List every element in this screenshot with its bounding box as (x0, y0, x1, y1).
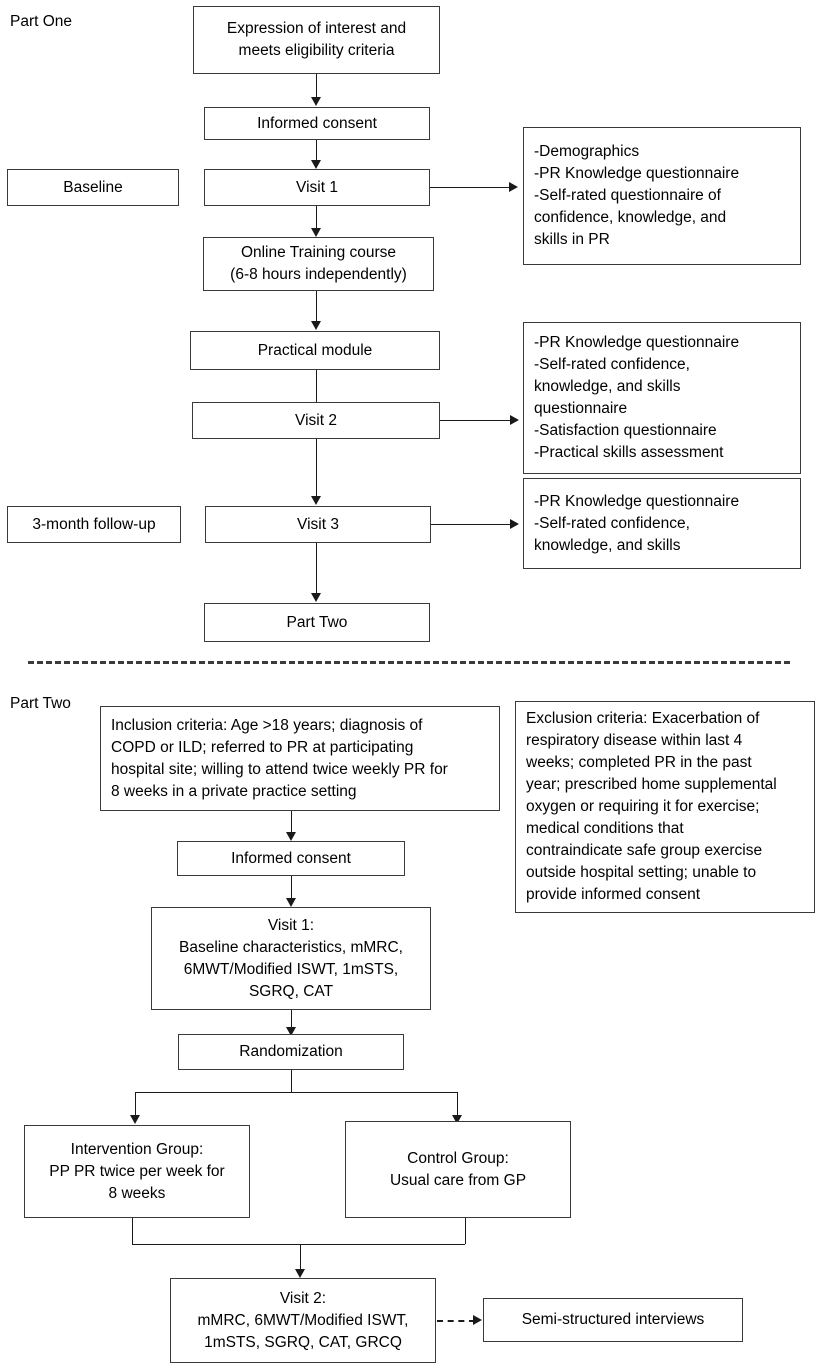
connector-line (431, 524, 512, 525)
connector-arrowhead (311, 593, 321, 602)
connector-line (316, 370, 317, 403)
connector-line (291, 811, 292, 833)
node-control-group: Control Group: Usual care from GP (345, 1121, 571, 1218)
part-one-label: Part One (10, 13, 73, 30)
node-visit-1-part-two: Visit 1: Baseline characteristics, mMRC,… (151, 907, 431, 1010)
node-intervention-group: Intervention Group: PP PR twice per week… (24, 1125, 250, 1218)
connector-line (300, 1244, 301, 1270)
connector-arrowhead (311, 496, 321, 505)
node-inclusion-criteria: Inclusion criteria: Age >18 years; diagn… (100, 706, 500, 811)
connector-line (457, 1092, 458, 1116)
outcomes-visit-3: -PR Knowledge questionnaire -Self-rated … (523, 478, 801, 569)
connector-line (135, 1092, 457, 1093)
connector-line (132, 1218, 133, 1244)
connector-line (291, 1010, 292, 1028)
connector-arrowhead (130, 1115, 140, 1124)
node-visit-3-part-one: Visit 3 (205, 506, 431, 543)
part-two-label: Part Two (10, 695, 71, 712)
connector-arrowhead (509, 182, 518, 192)
connector-line (316, 206, 317, 229)
connector-line (465, 1218, 466, 1244)
outcomes-visit-1: -Demographics -PR Knowledge questionnair… (523, 127, 801, 265)
section-divider (28, 661, 790, 664)
connector-line (291, 876, 292, 899)
node-informed-consent-part-one: Informed consent (204, 107, 430, 140)
node-visit-2-part-two: Visit 2: mMRC, 6MWT/Modified ISWT, 1mSTS… (170, 1278, 436, 1363)
connector-line (316, 439, 317, 497)
connector-arrowhead (452, 1115, 462, 1124)
connector-arrowhead (286, 832, 296, 841)
node-exclusion-criteria: Exclusion criteria: Exacerbation of resp… (515, 701, 815, 913)
connector-line-dashed (437, 1320, 475, 1322)
node-visit-2-part-one: Visit 2 (192, 402, 440, 439)
connector-arrowhead (510, 415, 519, 425)
connector-arrowhead (473, 1315, 482, 1325)
node-practical-module: Practical module (190, 331, 440, 370)
stage-label-baseline: Baseline (7, 169, 179, 206)
connector-line (316, 543, 317, 594)
node-expression-of-interest: Expression of interest and meets eligibi… (193, 6, 440, 74)
connector-arrowhead (311, 321, 321, 330)
connector-line (316, 140, 317, 161)
connector-arrowhead (286, 1027, 296, 1036)
connector-arrowhead (295, 1269, 305, 1278)
node-part-two: Part Two (204, 603, 430, 642)
node-randomization: Randomization (178, 1034, 404, 1070)
connector-arrowhead (510, 519, 519, 529)
connector-line (135, 1092, 136, 1116)
connector-arrowhead (311, 97, 321, 106)
outcomes-visit-2: -PR Knowledge questionnaire -Self-rated … (523, 322, 801, 474)
connector-arrowhead (311, 160, 321, 169)
connector-line (291, 1070, 292, 1092)
node-semi-structured-interviews: Semi-structured interviews (483, 1298, 743, 1342)
node-online-training-course: Online Training course (6-8 hours indepe… (203, 237, 434, 291)
connector-line (132, 1244, 465, 1245)
stage-label-3-month-follow-up: 3-month follow-up (7, 506, 181, 543)
node-visit-1-part-one: Visit 1 (204, 169, 430, 206)
connector-line (440, 420, 512, 421)
connector-arrowhead (311, 228, 321, 237)
connector-line (316, 291, 317, 322)
node-informed-consent-part-two: Informed consent (177, 841, 405, 876)
connector-line (316, 74, 317, 98)
connector-line (430, 187, 510, 188)
connector-arrowhead (286, 898, 296, 907)
